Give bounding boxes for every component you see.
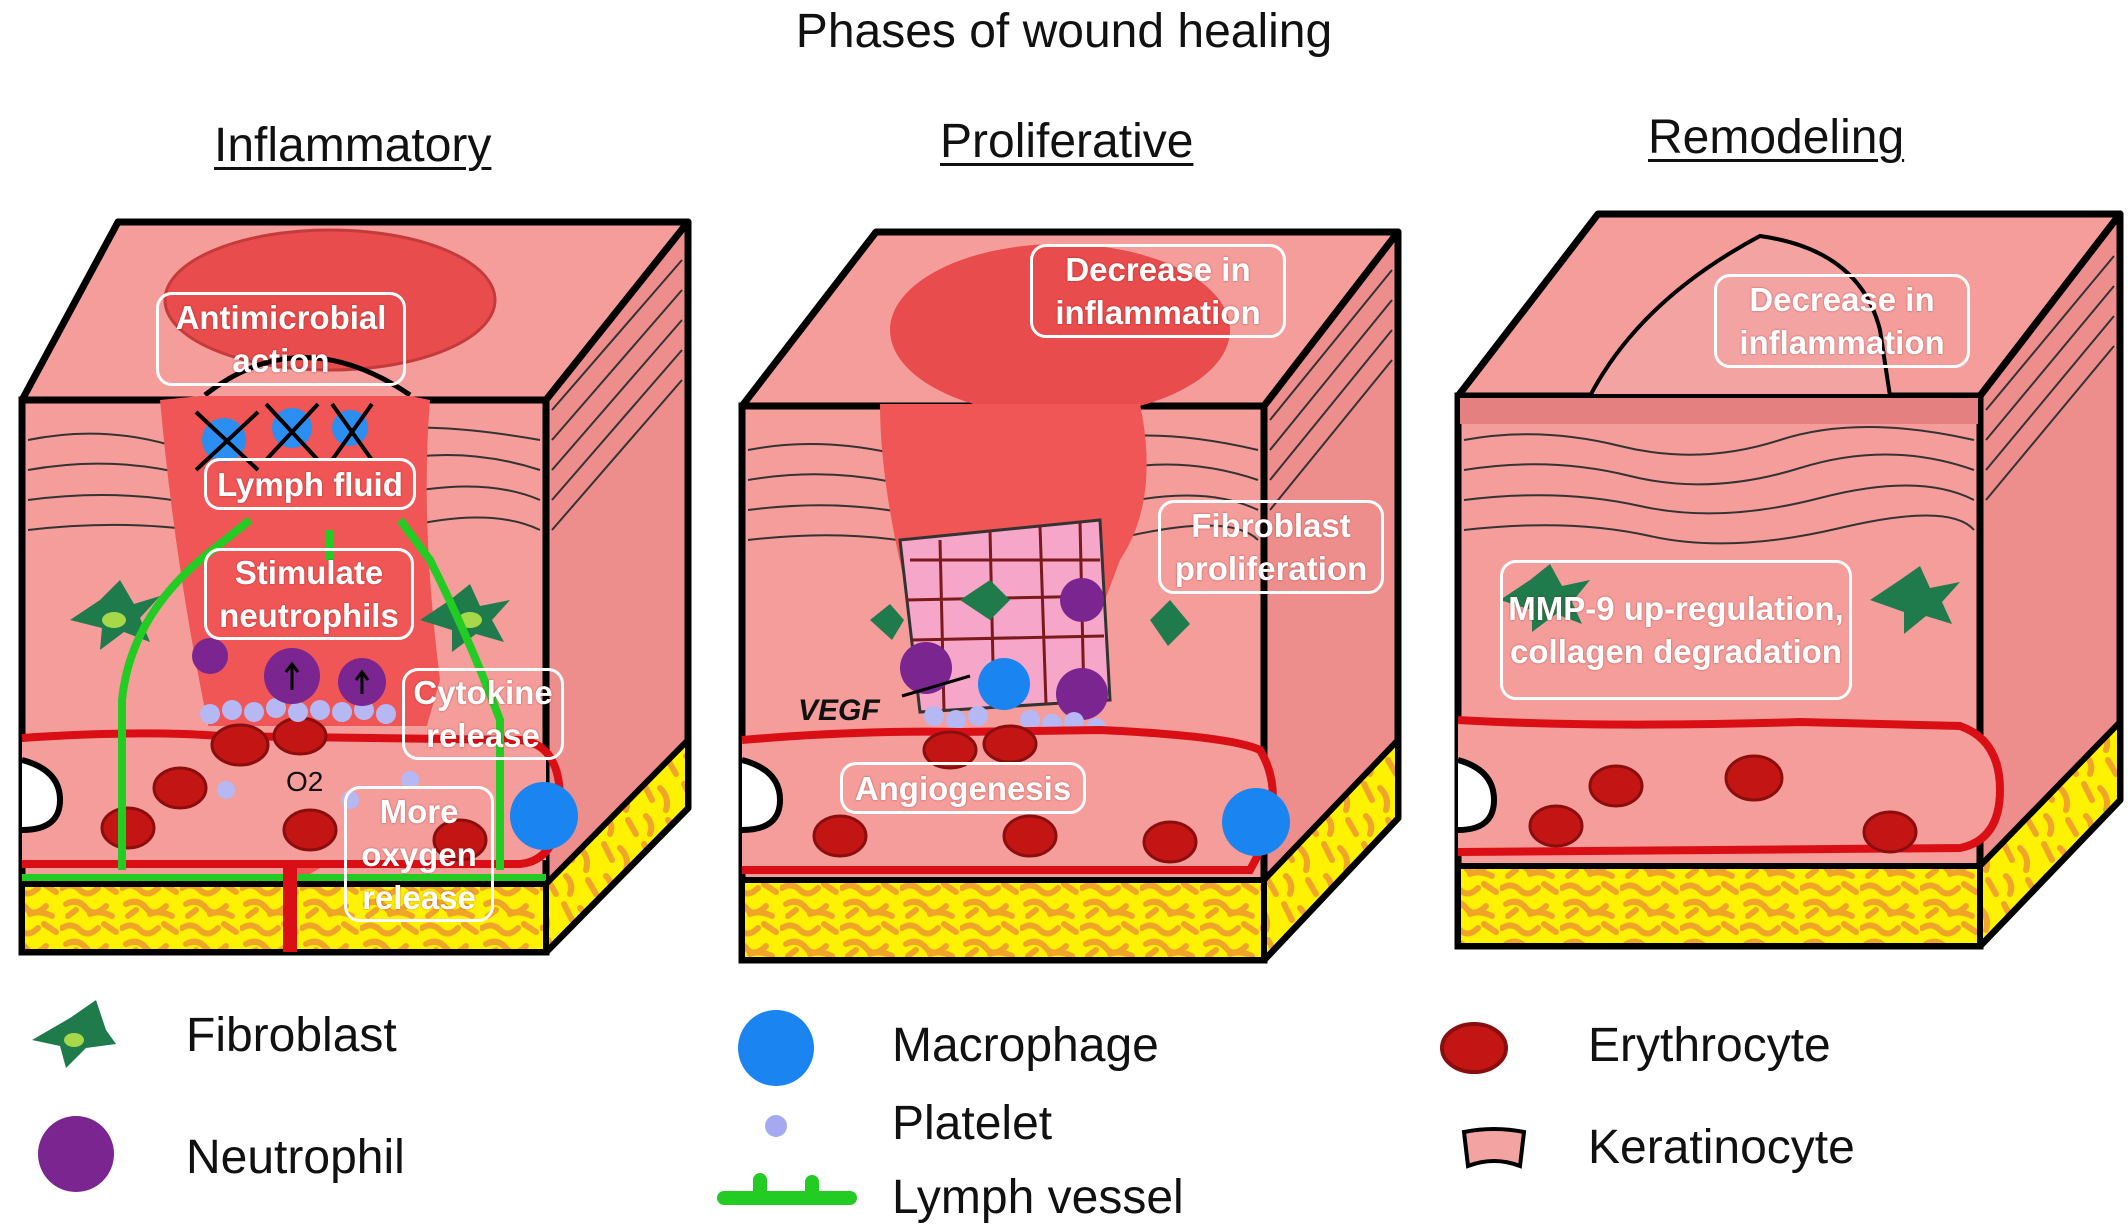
legend-lymph-vessel: Lymph vessel xyxy=(892,1171,1184,1224)
panel-remodeling xyxy=(1454,210,2124,950)
legend-fibroblast: Fibroblast xyxy=(186,1009,397,1062)
phase-title-inflammatory: Inflammatory xyxy=(214,119,492,172)
panel-proliferative xyxy=(738,228,1402,964)
fibroblast-icon xyxy=(32,1000,116,1068)
platelets-inflammatory xyxy=(200,698,419,809)
macrophage-inflammatory xyxy=(510,782,578,850)
callout-more-oxygen-release: More oxygen release xyxy=(344,786,494,922)
callout-cytokine-release: Cytokine release xyxy=(402,668,564,760)
figure-title: Phases of wound healing xyxy=(795,5,1333,58)
neutrophils-proliferative xyxy=(900,578,1108,720)
macrophage-icon xyxy=(738,1010,814,1086)
erythrocytes-remodeling xyxy=(1528,754,1918,854)
callout-stimulate-neutrophils: Stimulate neutrophils xyxy=(204,548,414,640)
fibroblasts-remodeling xyxy=(1500,564,1960,634)
callout-decrease-inflammation-remodeling: Decrease in inflammation xyxy=(1714,274,1970,368)
legend-macrophage: Macrophage xyxy=(892,1019,1159,1072)
callout-antimicrobial-action: Antimicrobial action xyxy=(156,292,406,386)
callout-decrease-inflammation-proliferative: Decrease in inflammation xyxy=(1030,244,1286,338)
bacteria-group xyxy=(194,402,374,472)
keratinocyte-icon xyxy=(1461,1127,1527,1169)
legend-platelet: Platelet xyxy=(892,1097,1053,1150)
erythrocyte-icon xyxy=(1440,1022,1508,1074)
platelet-icon xyxy=(765,1115,787,1137)
oxygen-label: O2 xyxy=(286,766,324,797)
phase-title-proliferative: Proliferative xyxy=(940,115,1194,168)
callout-fibroblast-proliferation: Fibroblast proliferation xyxy=(1158,500,1384,594)
legend-neutrophil: Neutrophil xyxy=(186,1131,405,1184)
lymph-vessel-icon xyxy=(717,1173,857,1205)
callout-mmp9-collagen: MMP-9 up-regulation, collagen degradatio… xyxy=(1500,560,1852,700)
legend-erythrocyte: Erythrocyte xyxy=(1588,1019,1831,1072)
legend-keratinocyte: Keratinocyte xyxy=(1588,1121,1855,1174)
vegf-label: VEGF xyxy=(798,694,880,727)
erythrocytes-proliferative xyxy=(812,724,1198,864)
phase-title-remodeling: Remodeling xyxy=(1648,111,1905,164)
erythrocytes-inflammatory xyxy=(100,716,488,862)
lymph-vessels-inflammatory xyxy=(118,516,504,870)
callout-lymph-fluid: Lymph fluid xyxy=(204,458,416,510)
fibroblasts-proliferative xyxy=(870,580,1190,646)
neutrophil-icon xyxy=(38,1116,114,1192)
neutrophils-inflammatory xyxy=(192,638,386,706)
callout-angiogenesis: Angiogenesis xyxy=(840,762,1086,814)
